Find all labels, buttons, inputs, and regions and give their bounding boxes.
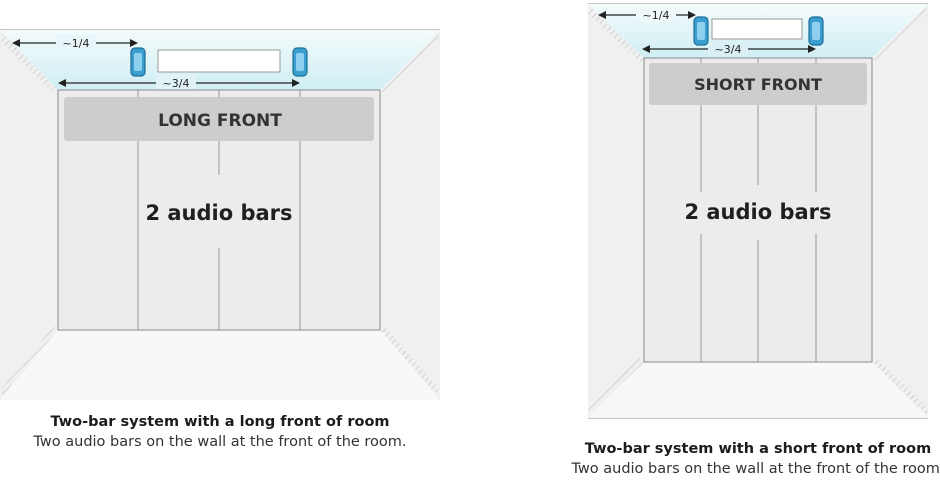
corner-hatch [588, 7, 644, 62]
center-label: 2 audio bars [684, 200, 831, 224]
tv-placeholder [711, 18, 803, 40]
wall-label-band [649, 63, 867, 105]
corner-hatch [0, 326, 58, 396]
short-front-figure: SHORT FRONT 2 audio bars ~1/4 ~3/4 Two-b… [571, 0, 940, 481]
audio-bar-icon [693, 16, 709, 46]
floor [0, 330, 440, 400]
caption-title: Two-bar system with a long front of room [50, 414, 390, 430]
short-front-room-diagram: SHORT FRONT 2 audio bars ~1/4 ~3/4 [588, 3, 928, 419]
short-front-caption: Two-bar system with a short front of roo… [568, 439, 940, 479]
audio-bar-icon [130, 47, 146, 77]
audio-bar-icon [292, 47, 308, 77]
left-wall [588, 4, 644, 418]
corner-hatch [380, 326, 440, 396]
dim-quarter: ~1/4 [643, 9, 670, 22]
corner-hatch [872, 358, 928, 414]
wall-label-band [64, 97, 374, 141]
right-wall [380, 30, 440, 400]
dim-three-quarter: ~3/4 [163, 77, 190, 90]
right-wall [872, 4, 928, 418]
left-wall [0, 30, 58, 400]
long-front-room-diagram: LONG FRONT 2 audio bars ~1/4 ~3/4 [0, 29, 440, 400]
corner-hatch [0, 33, 58, 94]
wall-label: LONG FRONT [158, 111, 282, 131]
caption-text: Two audio bars on the wall at the front … [33, 434, 407, 450]
audio-bar-icon [808, 16, 824, 46]
dim-quarter: ~1/4 [63, 37, 90, 50]
floor [588, 362, 928, 418]
corner-hatch [588, 358, 644, 414]
long-front-figure: LONG FRONT 2 audio bars ~1/4 ~3/4 Two-ba… [0, 0, 440, 481]
center-label: 2 audio bars [145, 201, 292, 225]
tv-placeholder [157, 49, 281, 73]
long-front-caption: Two-bar system with a long front of room… [0, 412, 440, 452]
wall-label: SHORT FRONT [694, 75, 822, 94]
dim-three-quarter: ~3/4 [715, 43, 742, 56]
caption-text: Two audio bars on the wall at the front … [571, 461, 940, 477]
corner-hatch [872, 7, 928, 62]
corner-hatch [380, 33, 440, 94]
caption-title: Two-bar system with a short front of roo… [584, 441, 932, 457]
